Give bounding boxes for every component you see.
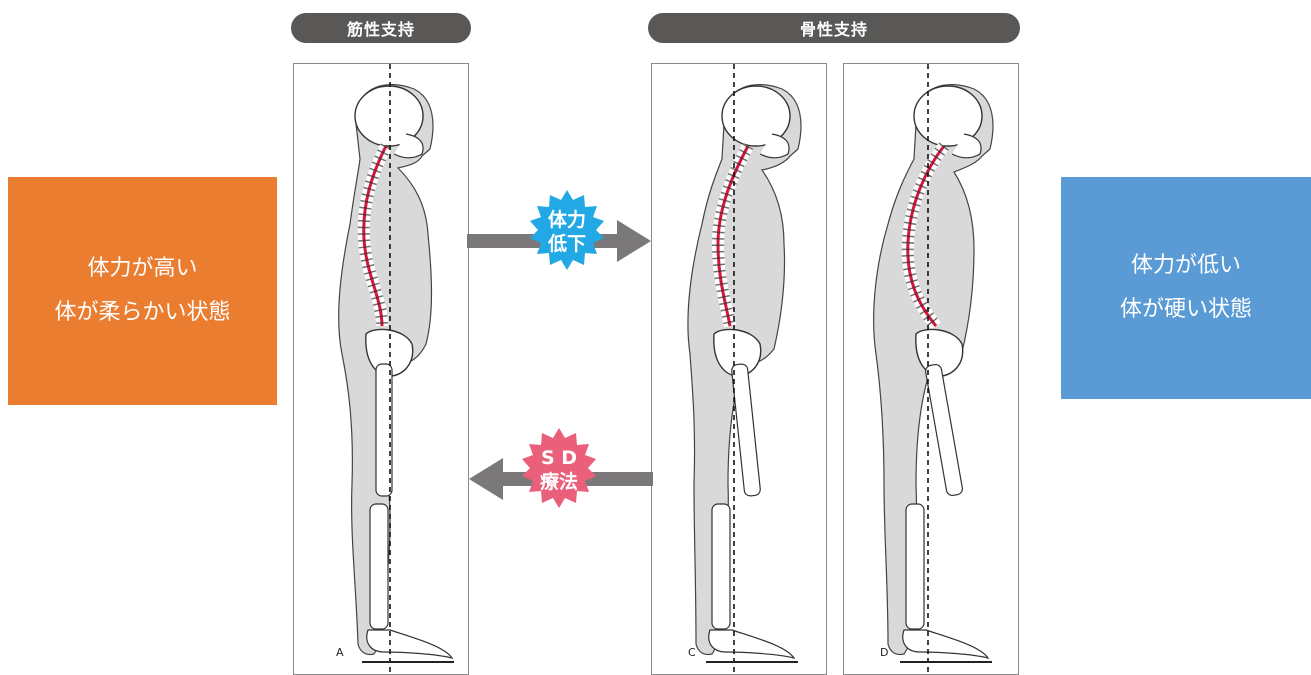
foot bbox=[367, 630, 452, 658]
decline-arrow: 体力 低下 bbox=[467, 186, 653, 296]
therapy-badge-line-2: 療法 bbox=[540, 470, 578, 493]
decline-badge-line-2: 低下 bbox=[547, 232, 586, 255]
foot bbox=[709, 630, 794, 658]
panel-label: D bbox=[880, 646, 888, 659]
therapy-badge-line-1: S D bbox=[541, 447, 577, 469]
posture-panel-a: A bbox=[293, 63, 469, 675]
skeletal-support-label: 骨性支持 bbox=[648, 13, 1020, 43]
posture-panel-c: C bbox=[651, 63, 827, 675]
state-line-2: 体が柔らかい状態 bbox=[54, 291, 230, 335]
therapy-arrow: S D 療法 bbox=[467, 418, 655, 528]
state-line-2: 体が硬い状態 bbox=[1120, 288, 1252, 332]
decline-badge-line-1: 体力 bbox=[548, 208, 586, 231]
panel-label: C bbox=[688, 646, 696, 659]
muscular-support-label: 筋性支持 bbox=[291, 13, 471, 43]
foot bbox=[903, 630, 988, 658]
state-line-1: 体力が高い bbox=[87, 247, 197, 291]
panel-label: A bbox=[336, 646, 344, 659]
state-line-1: 体力が低い bbox=[1131, 244, 1241, 288]
high-fitness-state-box: 体力が高い 体が柔らかい状態 bbox=[8, 177, 277, 405]
low-fitness-state-box: 体力が低い 体が硬い状態 bbox=[1061, 177, 1311, 399]
posture-panel-d: D bbox=[843, 63, 1019, 675]
